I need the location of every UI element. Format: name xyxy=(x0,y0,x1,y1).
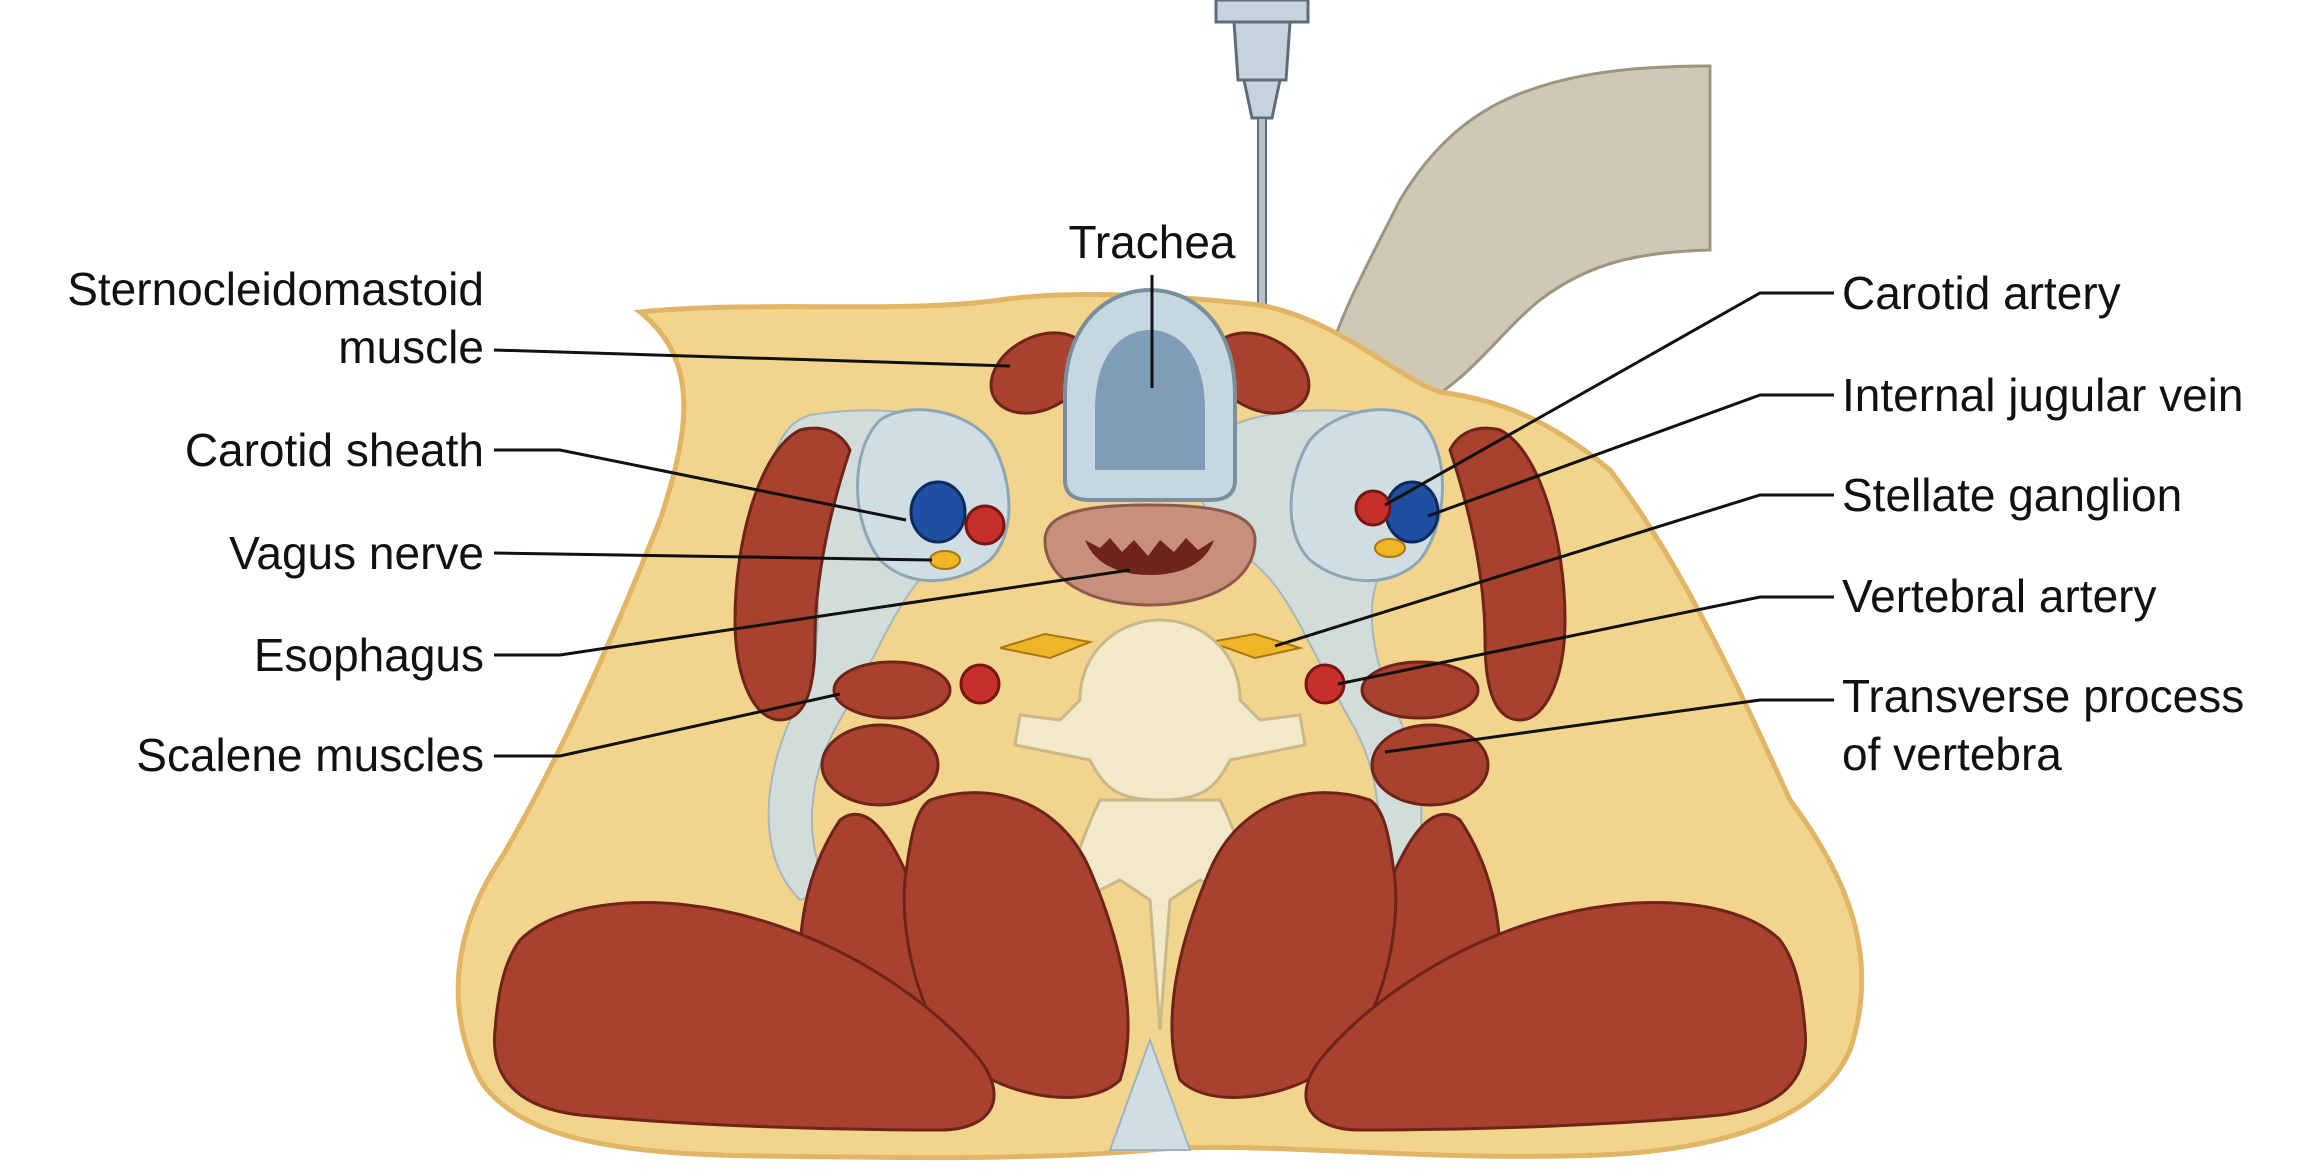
posterior-muscles xyxy=(492,791,1808,1132)
scalene-muscles xyxy=(820,660,1490,807)
leader-carotid-sheath xyxy=(494,448,907,522)
label-sternocleidomastoid-line2: muscle xyxy=(338,321,484,373)
leader-stellate-ganglion xyxy=(1274,493,1834,648)
leader-sternocleidomastoid xyxy=(493,348,1011,368)
leader-internal-jugular-vein xyxy=(1427,393,1834,518)
label-scalene-muscles: Scalene muscles xyxy=(136,729,484,781)
label-esophagus: Esophagus xyxy=(254,629,484,681)
label-internal-jugular-vein: Internal jugular vein xyxy=(1842,369,2243,421)
label-vertebral-artery: Vertebral artery xyxy=(1842,570,2156,622)
leader-vagus-nerve xyxy=(493,551,933,562)
stellate-ganglia xyxy=(999,632,1304,660)
leader-carotid-artery xyxy=(1384,291,1834,507)
label-trachea: Trachea xyxy=(1068,216,1235,268)
leader-transverse-process xyxy=(1384,698,1834,754)
esophagus xyxy=(1043,503,1257,607)
label-stellate-ganglion: Stellate ganglion xyxy=(1842,469,2182,521)
nuchal-ligament xyxy=(1108,1037,1192,1151)
label-carotid-sheath: Carotid sheath xyxy=(185,424,484,476)
leader-vertebral-artery xyxy=(1337,595,1834,686)
label-carotid-artery: Carotid artery xyxy=(1842,267,2121,319)
leader-scalene-muscles xyxy=(494,692,841,758)
vagus-nerves xyxy=(929,538,1406,570)
label-transverse-process-line2: of vertebra xyxy=(1842,728,2062,780)
label-vagus-nerve: Vagus nerve xyxy=(229,527,484,579)
trachea xyxy=(1063,287,1237,502)
carotid-arteries xyxy=(964,489,1392,546)
label-transverse-process-line1: Transverse process xyxy=(1842,670,2244,722)
leader-esophagus xyxy=(494,568,1131,657)
label-sternocleidomastoid-line1: Sternocleidomastoid xyxy=(67,263,484,315)
